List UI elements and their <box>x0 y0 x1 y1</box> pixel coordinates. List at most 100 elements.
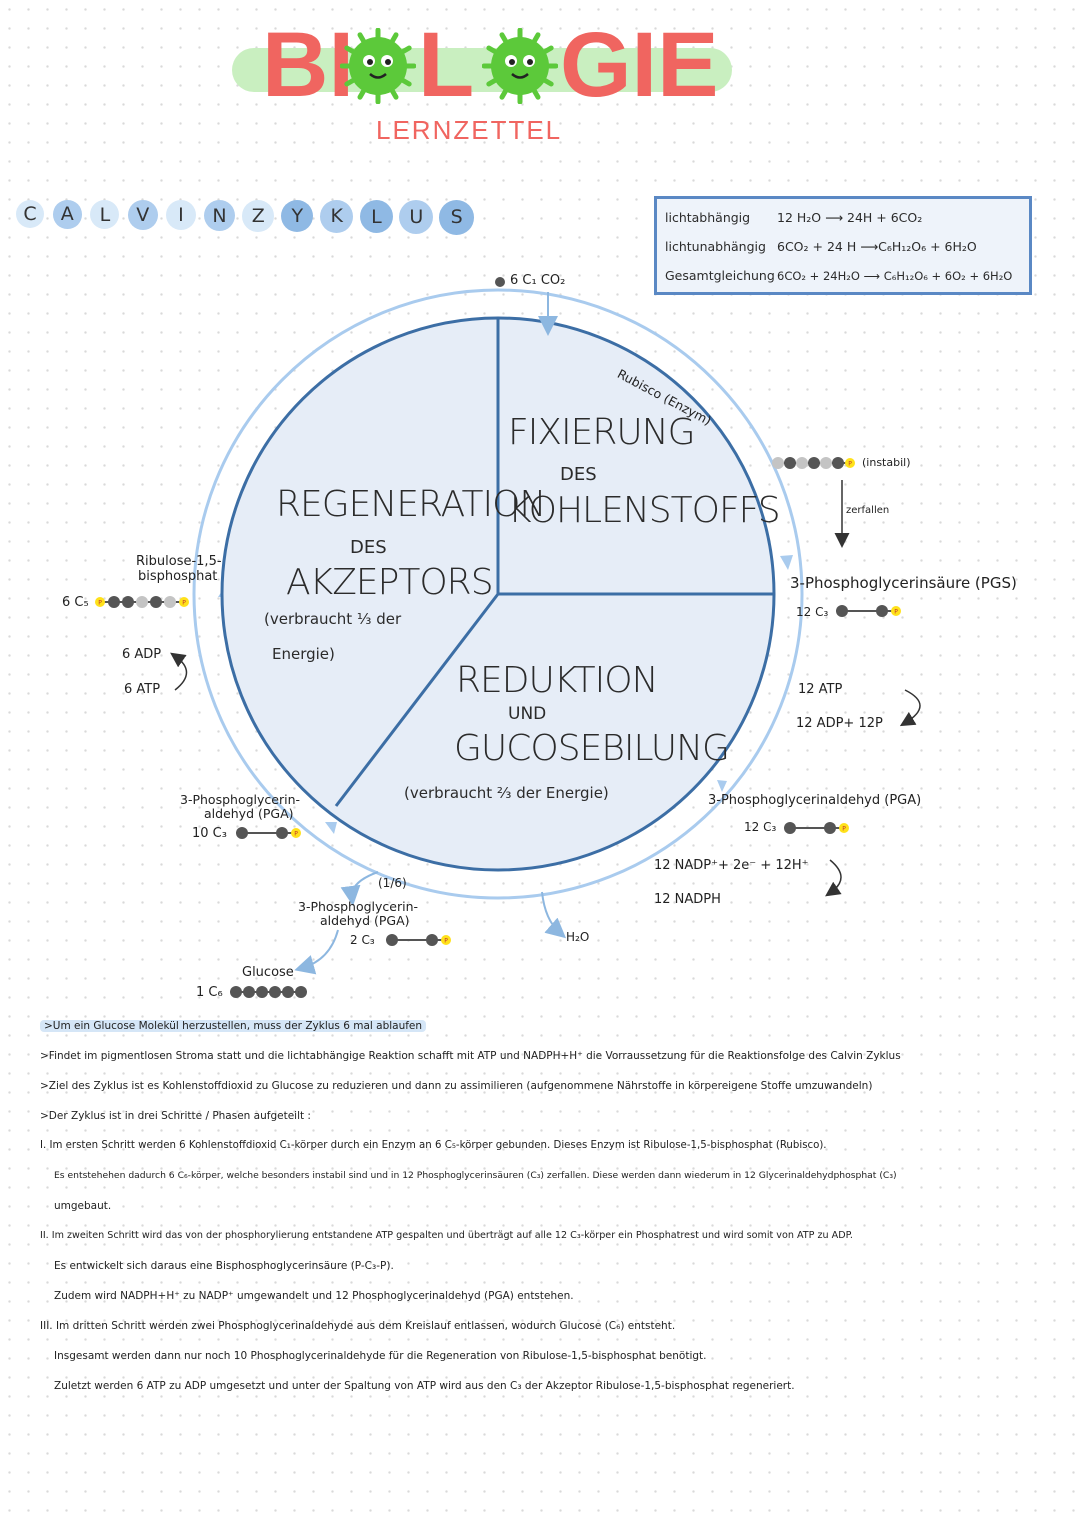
pga-bottom-line2: aldehyd (PGA) <box>320 913 410 928</box>
rubp-line1: Ribulose-1,5- <box>136 554 222 569</box>
phosphate-dot <box>441 935 451 945</box>
h2o-label: H₂O <box>566 930 590 944</box>
pga-out-arrow <box>340 871 379 906</box>
pga-left-count: 10 C₃ <box>192 826 227 841</box>
phosphate-label: P <box>848 461 852 468</box>
phosphate-dot <box>179 597 189 607</box>
note-line: Es entwickelt sich daraus eine Bisphosph… <box>54 1260 394 1272</box>
carbon-dot <box>824 822 836 834</box>
fixierung-title: FIXIERUNG <box>508 412 696 453</box>
equation-row: lichtunabhängig 6CO₂ + 24 H ⟶C₆H₁₂O₆ + 6… <box>665 232 1021 261</box>
reduktion-und: UND <box>508 704 547 724</box>
reduktion-energy-note: (verbraucht ²⁄₃ der Energie) <box>404 784 609 802</box>
phosphate-label: P <box>294 831 298 838</box>
title-part-gie: GIE <box>560 14 719 116</box>
pie-divider <box>334 593 500 807</box>
note-line: I. Im ersten Schritt werden 6 Kohlenstof… <box>40 1140 827 1151</box>
carbon-dot <box>230 986 242 998</box>
regeneration-energy-note: (verbraucht ¹⁄₃ der <box>264 610 402 628</box>
phosphate-label: P <box>182 600 186 607</box>
glucose-arrow <box>294 929 339 975</box>
ring-arrow <box>780 555 793 570</box>
carbon-dot <box>122 596 134 608</box>
phosphate-dot <box>891 606 901 616</box>
carbon-dot <box>269 986 281 998</box>
heading-letter: L <box>359 200 394 234</box>
pga-right-count: 12 C₃ <box>744 820 777 834</box>
carbon-dot <box>796 457 808 469</box>
phosphate-label: P <box>842 826 846 833</box>
regeneration-des: DES <box>350 537 387 558</box>
carbon-dot <box>784 457 796 469</box>
carbon-dot <box>295 986 307 998</box>
glucose-count: 1 C₆ <box>196 985 223 1000</box>
note-line: >Findet im pigmentlosen Stroma statt und… <box>40 1050 901 1062</box>
carbon-dot <box>876 605 888 617</box>
reduktion-glucosebildung: GUCOSEBILUNG <box>454 728 730 769</box>
pga-bottom-fraction: (1/6) <box>378 876 407 890</box>
ring-arrow <box>325 822 337 834</box>
equation-row: Gesamtgleichung 6CO₂ + 24H₂O ⟶ C₆H₁₂O₆ +… <box>665 261 1021 290</box>
carbon-dot <box>236 827 248 839</box>
adp-left-label: 6 ADP <box>122 647 162 662</box>
equation-formula: 6CO₂ + 24 H ⟶C₆H₁₂O₆ + 6H₂O <box>777 239 977 254</box>
fixierung-des: DES <box>560 464 597 485</box>
carbon-dot <box>150 596 162 608</box>
note-line: umgebaut. <box>54 1200 112 1212</box>
carbon-dot <box>243 986 255 998</box>
glucose-label: Glucose <box>242 965 294 980</box>
regeneration-energy-note: Energie) <box>272 645 335 663</box>
phosphate-dot <box>839 823 849 833</box>
adp-atp-arrow <box>170 652 188 691</box>
carbon-dot <box>832 457 844 469</box>
carbon-dot <box>772 457 784 469</box>
carbon-dot <box>282 986 294 998</box>
equation-formula: 12 H₂O ⟶ 24H + 6CO₂ <box>777 210 923 225</box>
cycle-outer-ring <box>192 288 804 900</box>
ring-arrow <box>717 780 727 792</box>
co2-label: 6 C₁ CO₂ <box>510 273 566 288</box>
carbon-dot <box>108 596 120 608</box>
phosphate-label: P <box>444 938 448 945</box>
equation-row: lichtabhängig 12 H₂O ⟶ 24H + 6CO₂ <box>665 203 1021 232</box>
heading-letter: N <box>203 200 235 231</box>
carbon-dot <box>256 986 268 998</box>
reduktion-title: REDUKTION <box>456 660 659 701</box>
rubp-line2: bisphosphat <box>138 569 218 584</box>
heading-letter: V <box>127 200 158 230</box>
note-line: III. Im dritten Schritt werden zwei Phos… <box>40 1320 676 1332</box>
equation-label: Gesamtgleichung <box>665 268 775 283</box>
note-line: Zudem wird NADPH+H⁺ zu NADP⁺ umgewandelt… <box>54 1290 574 1302</box>
note-line: Es entstehehen dadurch 6 C₆-körper, welc… <box>54 1170 897 1181</box>
note-line: Zuletzt werden 6 ATP zu ADP umgesetzt un… <box>54 1380 795 1392</box>
pga-right-label: 3-Phosphoglycerinaldehyd (PGA) <box>708 793 922 808</box>
virus-icon <box>482 28 558 104</box>
phosphate-label: P <box>894 609 898 616</box>
note-line: >Um ein Glucose Molekül herzustellen, mu… <box>40 1020 427 1032</box>
phosphate-dot <box>845 458 855 468</box>
atp-adp-arrow <box>899 689 921 727</box>
nadph-label: 12 NADPH <box>654 892 721 907</box>
equation-formula: 6CO₂ + 24H₂O ⟶ C₆H₁₂O₆ + 6O₂ + 6H₂O <box>777 268 1013 283</box>
pga-bottom-count: 2 C₃ <box>350 933 375 947</box>
heading-letter: U <box>399 200 434 234</box>
note-line: >Der Zyklus ist in drei Schritte / Phase… <box>40 1110 311 1122</box>
heading-letter: K <box>320 200 354 233</box>
pgs-label: 3-Phosphoglycerinsäure (PGS) <box>790 574 1017 592</box>
carbon-dot <box>386 934 398 946</box>
carbon-dot <box>426 934 438 946</box>
heading-letter: L <box>90 200 120 230</box>
carbon-dot <box>836 605 848 617</box>
title-subtitle: LERNZETTEL <box>376 115 563 145</box>
pga-left-line1: 3-Phosphoglycerin- <box>180 792 301 807</box>
rubp-count: 6 C₅ <box>62 595 89 610</box>
pga-left-line2: aldehyd (PGA) <box>204 806 294 821</box>
phosphate-dot <box>95 597 105 607</box>
equation-box: lichtabhängig 12 H₂O ⟶ 24H + 6CO₂ lichtu… <box>654 196 1032 295</box>
atp-right-label: 12 ATP <box>798 682 843 697</box>
title-part-bi: BI <box>262 14 354 116</box>
regeneration-title: REGENERATION <box>276 484 546 525</box>
nadp-label: 12 NADP⁺+ 2e⁻ + 12H⁺ <box>654 858 809 873</box>
